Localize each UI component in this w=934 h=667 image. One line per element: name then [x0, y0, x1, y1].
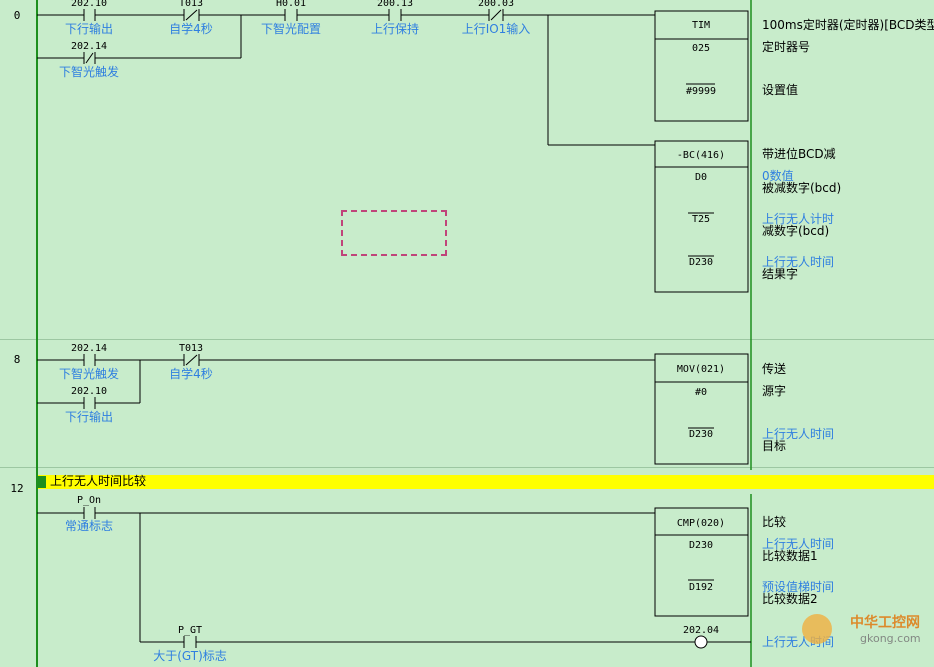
operand-comment: 0数值 — [762, 168, 794, 183]
contact-address: P_GT — [178, 625, 202, 636]
contact-comment: 下智光触发 — [59, 366, 119, 381]
coil-comment: 上行无人时间 — [762, 635, 834, 649]
selection-cursor[interactable] — [341, 210, 447, 256]
rung-number-0[interactable]: 0 — [13, 9, 21, 22]
tim-instruction-box[interactable]: TIM 025 #9999 — [654, 10, 749, 122]
contact-202-14[interactable]: 202.14 下智光触发 — [59, 343, 119, 381]
contact-address: 202.14 — [71, 41, 107, 52]
rung-8 — [37, 359, 655, 404]
operand-3: D230 — [689, 257, 713, 268]
contact-200-13[interactable]: 200.13 上行保持 — [371, 0, 419, 36]
cmp-instruction-box[interactable]: CMP(020) D230 D192 — [654, 507, 749, 617]
contact-comment: 大于(GT)标志 — [153, 649, 227, 663]
contact-comment: 常通标志 — [65, 519, 113, 533]
operand-comment: 上行无人时间 — [762, 537, 834, 551]
contact-comment: 下行输出 — [65, 21, 113, 36]
contact-address: 200.13 — [377, 0, 413, 9]
operand-label: 源字 — [762, 383, 786, 398]
section-comment-text: 上行无人时间比较 — [50, 474, 147, 488]
operand-comment: 上行无人时间 — [762, 255, 834, 269]
contact-comment: 上行IO1输入 — [462, 21, 531, 36]
operand-label: 设置值 — [762, 82, 798, 97]
operand-source: #0 — [695, 387, 707, 398]
instruction-name: MOV(021) — [677, 364, 725, 375]
contact-comment: 下智光触发 — [59, 64, 119, 79]
instruction-name: -BC(416) — [677, 150, 725, 161]
contact-p-gt[interactable]: P_GT 大于(GT)标志 — [153, 625, 227, 663]
operand-timer-number: 025 — [692, 43, 710, 54]
section-marker-icon — [38, 476, 46, 488]
operand-label: 比较数据2 — [762, 591, 818, 606]
rung-12 — [37, 512, 751, 643]
contact-comment: 自学4秒 — [169, 21, 213, 36]
contact-comment: 下智光配置 — [261, 21, 321, 36]
contact-address: 200.03 — [478, 0, 514, 9]
operand-destination: D230 — [689, 429, 713, 440]
contact-address: H0.01 — [276, 0, 306, 9]
output-coil-202-04[interactable]: 202.04 — [683, 625, 719, 649]
rung-separator — [0, 339, 934, 340]
operand-2: D192 — [689, 582, 713, 593]
operand-2: T25 — [692, 214, 710, 225]
contact-p-on[interactable]: P_On 常通标志 — [65, 495, 113, 533]
mov-instruction-box[interactable]: MOV(021) #0 D230 — [654, 353, 749, 465]
section-comment-bar[interactable] — [36, 475, 934, 489]
instruction-description: 带进位BCD减 — [762, 146, 836, 161]
contact-t013-nc[interactable]: T013 自学4秒 — [169, 0, 213, 36]
contact-t013-nc[interactable]: T013 自学4秒 — [169, 343, 213, 381]
instruction-name: CMP(020) — [677, 518, 725, 529]
operand-comment: 预设值梯时间 — [762, 579, 834, 594]
contact-address: T013 — [179, 343, 203, 354]
instruction-name: TIM — [692, 20, 710, 31]
operand-label: 目标 — [762, 439, 786, 453]
contact-comment: 自学4秒 — [169, 366, 213, 381]
operand-label: 结果字 — [762, 266, 798, 281]
contact-comment: 上行保持 — [371, 21, 419, 36]
rung-separator — [0, 467, 934, 468]
contact-200-03-nc[interactable]: 200.03 上行IO1输入 — [462, 0, 531, 36]
contact-202-14-nc[interactable]: 202.14 下智光触发 — [59, 41, 119, 79]
operand-label: 减数字(bcd) — [762, 223, 829, 238]
contact-address: 202.10 — [71, 386, 107, 397]
rung-0 — [37, 14, 655, 146]
operand-1: D0 — [695, 172, 707, 183]
contact-address: 202.10 — [71, 0, 107, 9]
instruction-description: 100ms定时器(定时器)[BCD类型] — [762, 17, 934, 32]
operand-1: D230 — [689, 540, 713, 551]
bcd-subtract-instruction-box[interactable]: -BC(416) D0 T25 D230 — [654, 140, 749, 293]
operand-label: 定时器号 — [762, 39, 810, 54]
contact-h0-01[interactable]: H0.01 下智光配置 — [261, 0, 321, 36]
rung-number-8[interactable]: 8 — [13, 353, 21, 366]
contact-address: 202.14 — [71, 343, 107, 354]
instruction-description: 传送 — [762, 361, 786, 376]
contact-comment: 下行输出 — [65, 409, 113, 424]
contact-202-10[interactable]: 202.10 下行输出 — [65, 386, 113, 424]
coil-address: 202.04 — [683, 625, 719, 636]
operand-label: 比较数据1 — [762, 548, 818, 563]
operand-set-value: #9999 — [686, 86, 716, 97]
rung-number-12[interactable]: 12 — [10, 482, 24, 495]
operand-comment: 上行无人计时 — [762, 212, 834, 226]
operand-comment: 上行无人时间 — [762, 427, 834, 441]
contact-address: P_On — [77, 495, 101, 506]
contact-address: T013 — [179, 0, 203, 9]
contact-202-10[interactable]: 202.10 下行输出 — [65, 0, 113, 36]
operand-label: 被减数字(bcd) — [762, 180, 841, 195]
instruction-description: 比较 — [762, 514, 786, 529]
